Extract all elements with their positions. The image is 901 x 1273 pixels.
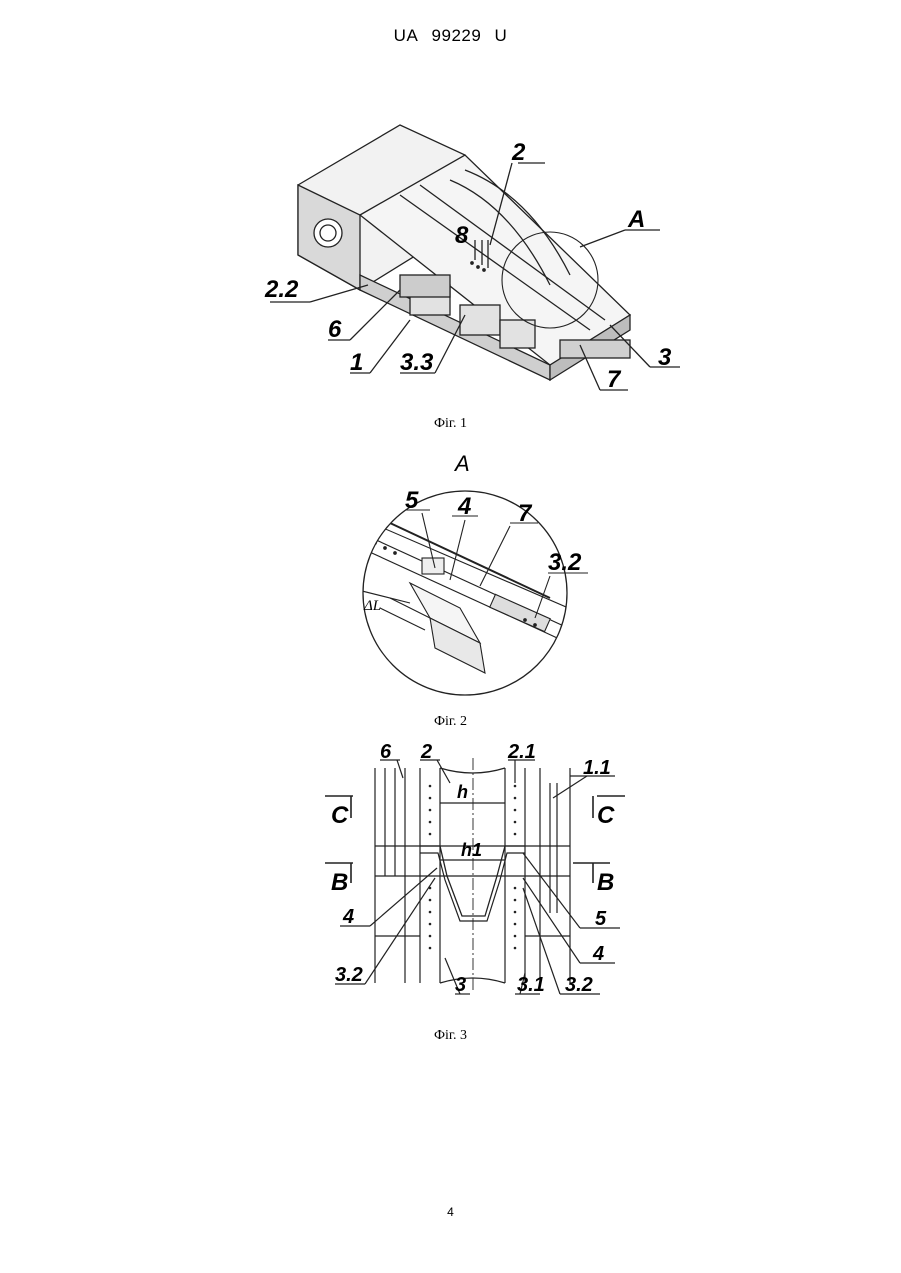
fig1-label-3-3: 3.3: [400, 349, 434, 376]
fig1-label-2-2: 2.2: [264, 276, 299, 303]
fig2-label-delta-l: ΔL: [363, 598, 381, 614]
fig3-label-3-1: 3.1: [517, 974, 545, 996]
fig3-label-C-left: C: [331, 802, 349, 829]
header-number: 99229: [432, 26, 482, 45]
fig3-label-1-1: 1.1: [583, 757, 611, 779]
figure-2-caption: Фіг. 2: [0, 714, 901, 730]
page-number: 4: [0, 1205, 901, 1219]
fig3-label-6: 6: [380, 741, 392, 763]
fig2-label-5: 5: [405, 488, 419, 514]
fig1-label-1: 1: [350, 349, 363, 376]
figure-1-drawing: 2 A 8 2.2 6 1 3.3 7 3: [250, 115, 690, 405]
figure-2-drawing: 5 4 7 3.2 ΔL: [330, 488, 600, 698]
fig3-label-h: h: [457, 782, 468, 802]
fig1-label-2: 2: [511, 139, 526, 166]
figure-3-caption: Фіг. 3: [0, 1028, 901, 1044]
fig3-label-2-1: 2.1: [507, 741, 536, 763]
figure-1-caption: Фіг. 1: [0, 416, 901, 432]
fig1-label-7: 7: [607, 366, 622, 393]
fig2-label-7: 7: [518, 500, 533, 527]
fig3-label-B-right: B: [597, 869, 614, 896]
fig1-label-6: 6: [328, 316, 342, 343]
fig3-label-3-2-right: 3.2: [565, 974, 593, 996]
figure-2-view-label: A: [455, 451, 470, 477]
fig2-label-3-2: 3.2: [548, 549, 582, 576]
fig1-label-8: 8: [455, 222, 469, 249]
patent-header: UA 99229 U: [0, 26, 901, 46]
fig3-label-3: 3: [455, 974, 466, 996]
fig3-label-h1: h1: [461, 840, 482, 860]
fig3-label-B-left: B: [331, 869, 348, 896]
fig3-label-C-right: C: [597, 802, 615, 829]
figure-3-drawing: 6 2 2.1 1.1 h h1 C C B B 4 5 4 3.2 3 3.1…: [325, 738, 625, 1000]
header-kind: U: [495, 26, 508, 45]
header-country: UA: [394, 26, 419, 45]
fig3-label-2: 2: [420, 741, 432, 763]
fig3-label-4-left: 4: [342, 906, 354, 928]
fig1-label-3: 3: [658, 344, 672, 371]
fig3-label-4-right: 4: [592, 943, 604, 965]
fig3-label-5: 5: [595, 908, 607, 930]
fig2-label-4: 4: [457, 493, 471, 520]
fig1-label-A: A: [627, 206, 645, 233]
fig3-label-3-2-left: 3.2: [335, 964, 363, 986]
